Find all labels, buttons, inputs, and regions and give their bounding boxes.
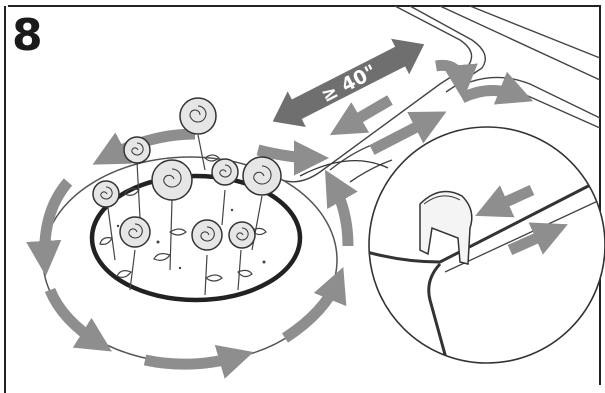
distance-label: ≥ 40" <box>318 61 380 107</box>
zoom-pointer <box>299 159 389 177</box>
boundary-direction-arrows <box>26 59 534 379</box>
wire-peg <box>419 190 473 265</box>
step-number: 8 <box>12 10 43 61</box>
flower-bed <box>89 173 303 303</box>
flowers <box>92 97 282 296</box>
zoom-detail <box>368 126 605 364</box>
ground-dots <box>116 208 266 270</box>
